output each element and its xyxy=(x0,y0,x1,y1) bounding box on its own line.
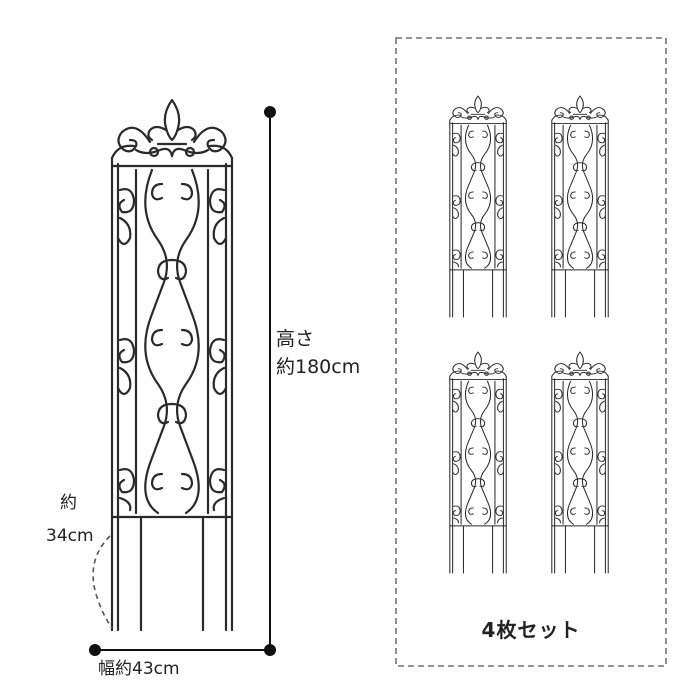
set-trellis-4 xyxy=(551,351,609,574)
main-trellis xyxy=(110,98,234,632)
leg-depth-arc xyxy=(92,535,113,629)
set-count-label: 4枚セット xyxy=(481,618,581,642)
width-dimension-line xyxy=(89,644,270,656)
depth-title: 約 xyxy=(60,493,77,513)
set-dashed-box xyxy=(395,37,667,667)
set-trellis-1 xyxy=(449,95,507,318)
height-title: 高さ xyxy=(276,328,315,350)
height-value: 約180cm xyxy=(276,356,361,378)
set-trellis-3 xyxy=(449,351,507,574)
height-dimension-line xyxy=(264,106,276,656)
depth-value: 34cm xyxy=(46,526,94,546)
set-trellis-2 xyxy=(551,95,609,318)
width-value: 幅約43cm xyxy=(98,659,180,679)
